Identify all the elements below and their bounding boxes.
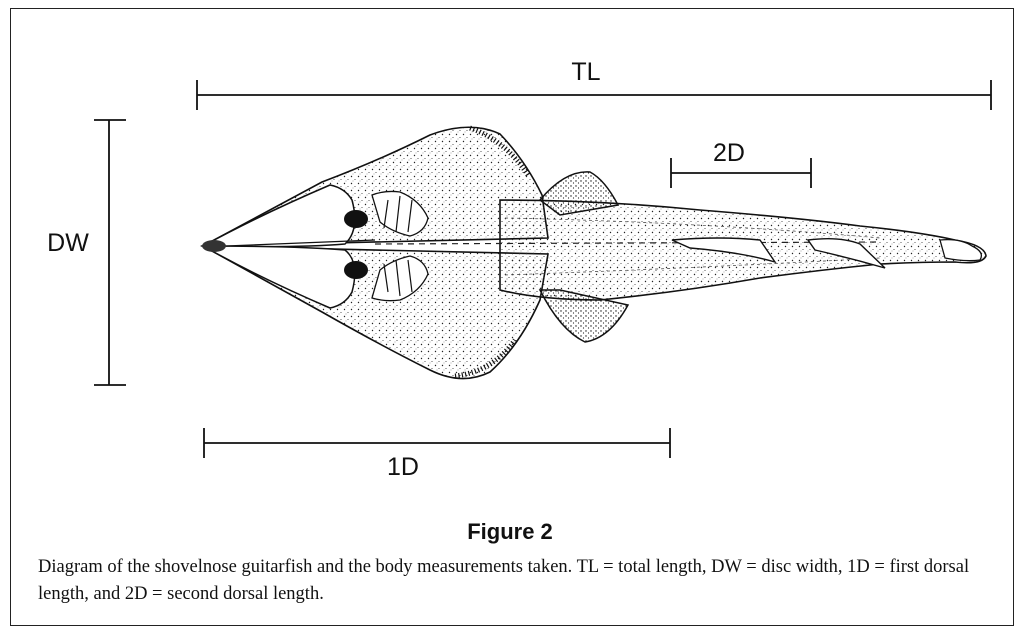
eye-lower [344,261,368,279]
tl-label: TL [571,58,600,86]
guitarfish-illustration [202,127,986,378]
d2-label: 2D [713,139,745,167]
figure-title: Figure 2 [0,519,1020,545]
dw-measurement: DW [47,120,126,385]
eye-upper [344,210,368,228]
d2-measurement: 2D [671,139,811,188]
caudal-fin [940,240,981,261]
figure-caption: Diagram of the shovelnose guitarfish and… [38,554,1003,608]
dw-label: DW [47,229,89,257]
tl-measurement: TL [197,58,991,110]
d1-label: 1D [387,453,419,481]
rostrum [203,185,355,247]
d1-measurement: 1D [204,428,670,481]
